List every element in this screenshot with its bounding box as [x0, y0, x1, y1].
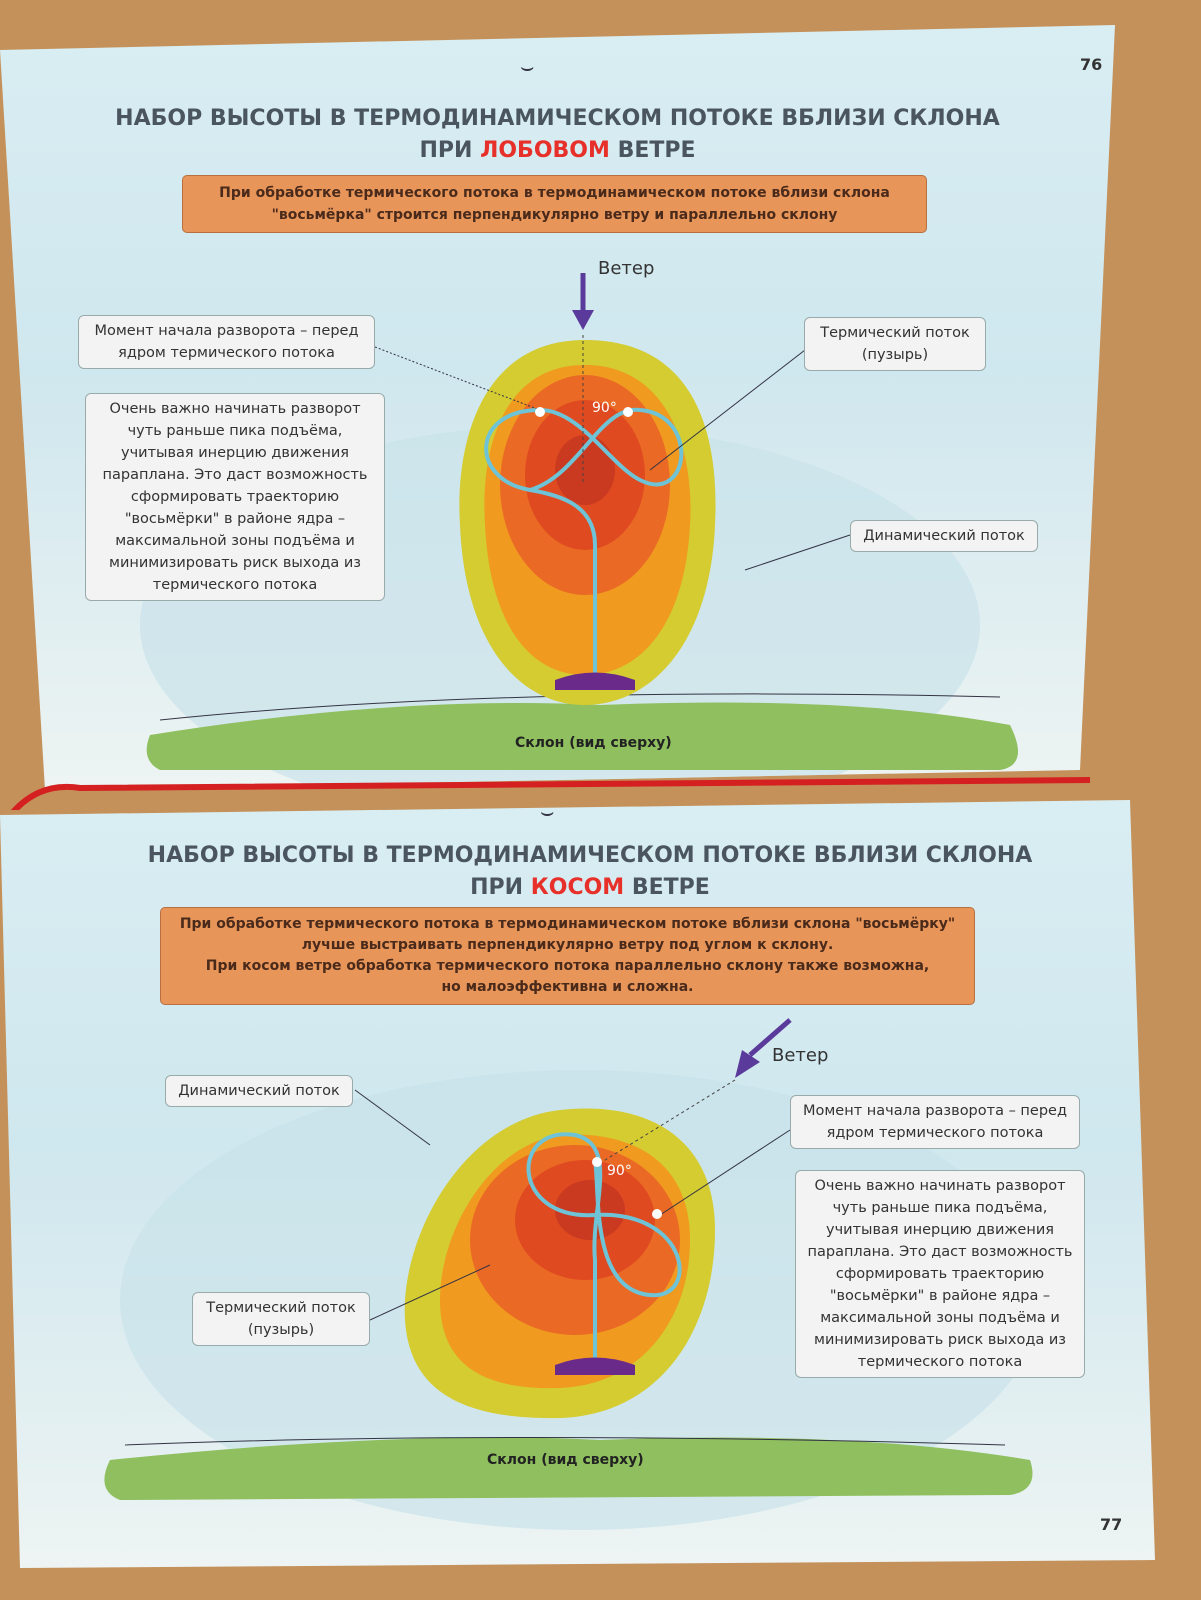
title-line-1: НАБОР ВЫСОТЫ В ТЕРМОДИНАМИЧЕСКОМ ПОТОКЕ …: [115, 106, 1000, 131]
thermal-callout: Термический поток (пузырь): [804, 317, 986, 371]
title-pre: ПРИ: [470, 875, 524, 900]
explanation-callout: Очень важно начинать разворот чуть раньш…: [85, 393, 385, 601]
figure-eight-trajectory: [526, 1132, 682, 1370]
note-line: лучше выстраивать перпендикулярно ветру …: [301, 937, 834, 953]
thermal-callout: Термический поток (пузырь): [192, 1292, 370, 1346]
paraglider-icon: [555, 1357, 635, 1375]
title-post: ВЕТРЕ: [631, 875, 710, 900]
page-title: НАБОР ВЫСОТЫ В ТЕРМОДИНАМИЧЕСКОМ ПОТОКЕ …: [0, 103, 1115, 167]
title-pre: ПРИ: [419, 138, 473, 163]
turn-start-callout: Момент начала разворота – перед ядром те…: [78, 315, 375, 369]
wind-label: Ветер: [598, 258, 655, 279]
page-title: НАБОР ВЫСОТЫ В ТЕРМОДИНАМИЧЕСКОМ ПОТОКЕ …: [10, 840, 1155, 904]
explanation-callout: Очень важно начинать разворот чуть раньш…: [795, 1170, 1085, 1378]
logo-icon: ⌣: [520, 55, 535, 80]
title-line-1: НАБОР ВЫСОТЫ В ТЕРМОДИНАМИЧЕСКОМ ПОТОКЕ …: [147, 843, 1033, 868]
title-line-2: ПРИ ЛОБОВОМ ВЕТРЕ: [0, 135, 1115, 167]
slope-label: Склон (вид сверху): [487, 1452, 644, 1468]
dynamic-callout: Динамический поток: [850, 520, 1038, 552]
note-line: "восьмёрка" строится перпендикулярно вет…: [271, 207, 838, 223]
info-note: При обработке термического потока в терм…: [182, 175, 927, 233]
note-line: но малоэффективна и сложна.: [441, 979, 694, 995]
note-line: При обработке термического потока в терм…: [219, 185, 890, 201]
bookmark-ribbon: [10, 777, 1091, 810]
slope-label: Склон (вид сверху): [515, 735, 672, 751]
page-number: 76: [1080, 55, 1103, 74]
page-76: ⌣ 76 НАБОР ВЫСОТЫ В ТЕРМОДИНАМИЧЕСКОМ ПО…: [0, 25, 1115, 790]
angle-label: 90°: [592, 400, 617, 416]
title-post: ВЕТРЕ: [617, 138, 696, 163]
title-highlight: ЛОБОВОМ: [480, 138, 610, 163]
note-line: При косом ветре обработка термического п…: [205, 958, 930, 974]
wind-label: Ветер: [772, 1045, 829, 1066]
info-note: При обработке термического потока в терм…: [160, 907, 975, 1005]
angle-label: 90°: [607, 1163, 632, 1179]
wind-arrow-icon: [748, 1018, 792, 1057]
dynamic-callout: Динамический поток: [165, 1075, 353, 1107]
paraglider-icon: [555, 672, 635, 690]
note-line: При обработке термического потока в терм…: [179, 916, 956, 932]
title-highlight: КОСОМ: [530, 875, 625, 900]
page-77: ⌣ 77 НАБОР ВЫСОТЫ В ТЕРМОДИНАМИЧЕСКОМ ПО…: [0, 800, 1155, 1568]
page-number: 77: [1100, 1515, 1123, 1534]
turn-start-callout: Момент начала разворота – перед ядром те…: [790, 1095, 1080, 1149]
slope-shape: [146, 702, 1018, 770]
slope-shape: [104, 1437, 1033, 1500]
title-line-2: ПРИ КОСОМ ВЕТРЕ: [10, 872, 1155, 904]
